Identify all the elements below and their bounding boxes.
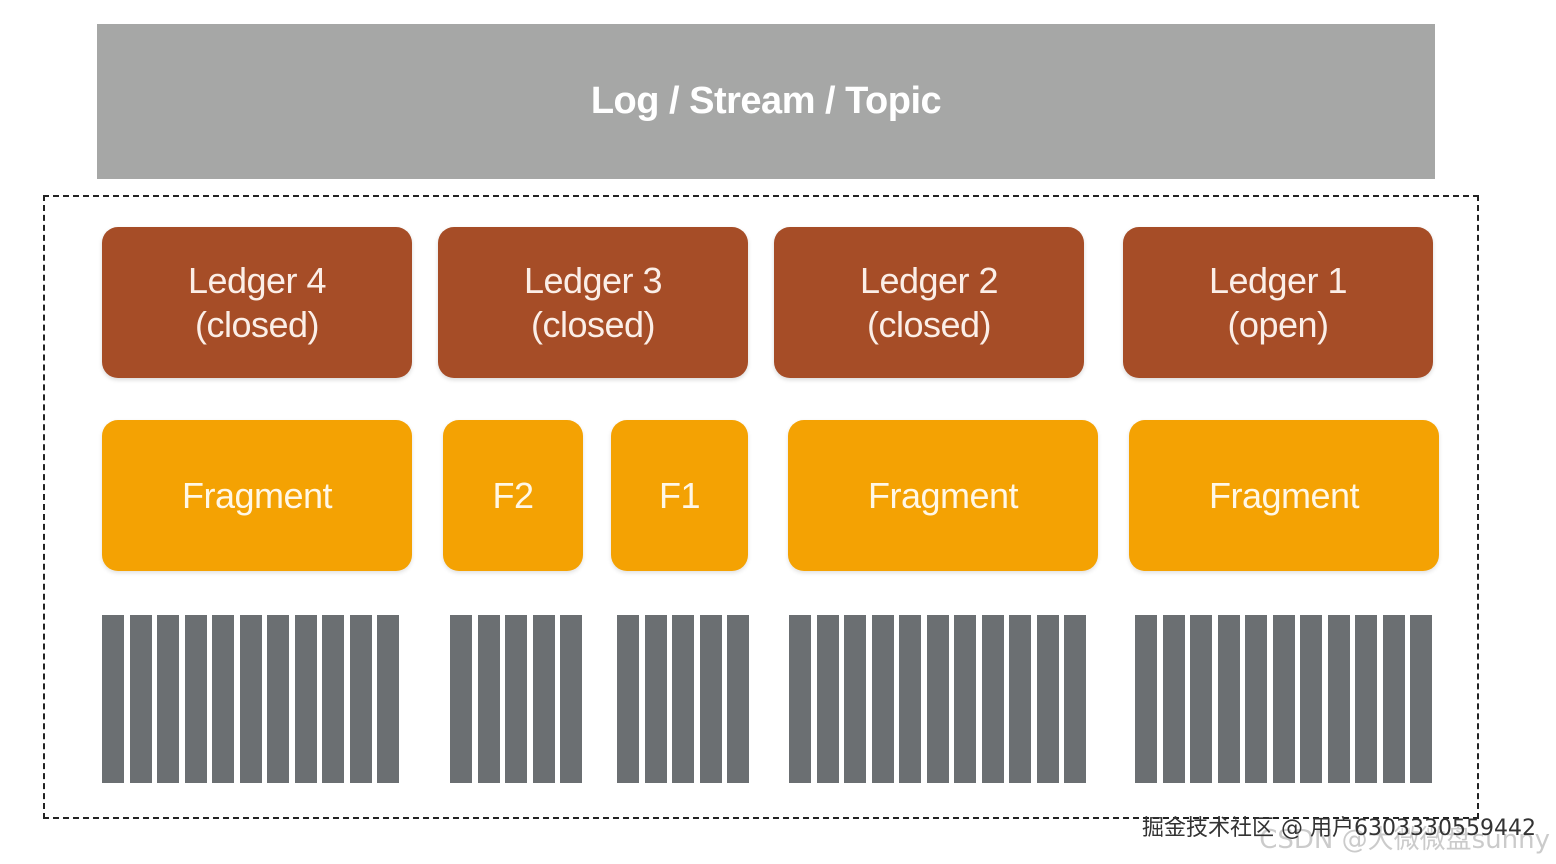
entry-bar xyxy=(477,615,500,783)
watermark-primary: 掘金技术社区 @ 用户6303330559442 xyxy=(1142,816,1536,841)
entry-bar xyxy=(129,615,152,783)
entry-bar xyxy=(899,615,921,783)
entry-bar xyxy=(1135,615,1157,783)
entry-bar xyxy=(644,615,667,783)
entry-bar xyxy=(560,615,582,783)
entry-bar xyxy=(1355,615,1377,783)
fragment-label: F1 xyxy=(658,474,701,516)
entry-bar xyxy=(789,615,811,783)
entry-bar xyxy=(1064,615,1086,783)
ledger-name: Ledger 2 xyxy=(859,259,999,301)
fragment-label: Fragment xyxy=(867,474,1019,516)
fragment-label: Fragment xyxy=(1208,474,1360,516)
entry-group-f2 xyxy=(450,615,582,783)
ledger-state: (open) xyxy=(1227,303,1329,345)
fragment-ledger-1: Fragment xyxy=(1129,420,1439,571)
entry-bar xyxy=(1036,615,1059,783)
entry-bar xyxy=(1272,615,1295,783)
entry-group-f1 xyxy=(617,615,749,783)
ledger-2: Ledger 2 (closed) xyxy=(774,227,1084,378)
entry-group-ledger-1 xyxy=(1135,615,1432,783)
fragment-ledger-2: Fragment xyxy=(788,420,1098,571)
entry-bar xyxy=(1009,615,1031,783)
entry-bar xyxy=(505,615,527,783)
entry-bar xyxy=(349,615,372,783)
entry-bar xyxy=(816,615,839,783)
topic-title: Log / Stream / Topic xyxy=(590,80,942,122)
entry-bar xyxy=(871,615,894,783)
topic-bar: Log / Stream / Topic xyxy=(97,24,1435,179)
entry-bar xyxy=(157,615,179,783)
ledger-state: (closed) xyxy=(866,303,992,345)
ledger-4: Ledger 4 (closed) xyxy=(102,227,412,378)
fragment-label: F2 xyxy=(492,474,534,516)
entry-bar xyxy=(377,615,399,783)
entry-bar xyxy=(699,615,722,783)
fragment-f1: F1 xyxy=(611,420,748,571)
entry-bar xyxy=(1245,615,1267,783)
entry-bar xyxy=(1162,615,1185,783)
ledger-name: Ledger 4 xyxy=(187,259,327,301)
ledger-name: Ledger 1 xyxy=(1208,259,1348,301)
entry-bar xyxy=(1300,615,1322,783)
entry-bar xyxy=(844,615,866,783)
entry-bar xyxy=(450,615,472,783)
ledger-state: (closed) xyxy=(530,303,656,345)
entry-bar xyxy=(926,615,949,783)
fragment-ledger-4: Fragment xyxy=(102,420,412,571)
entry-bar xyxy=(267,615,289,783)
watermark-secondary: CSDN @大微微盘sunny xyxy=(1259,825,1550,855)
fragment-f2: F2 xyxy=(443,420,583,571)
entry-bar xyxy=(727,615,749,783)
ledger-name: Ledger 3 xyxy=(523,259,663,301)
ledger-3: Ledger 3 (closed) xyxy=(438,227,748,378)
ledger-container-frame xyxy=(43,195,1479,819)
entry-bar xyxy=(1382,615,1405,783)
entry-bar xyxy=(532,615,555,783)
entry-bar xyxy=(672,615,694,783)
fragment-label: Fragment xyxy=(181,474,333,516)
entry-bar xyxy=(294,615,317,783)
ledger-1: Ledger 1 (open) xyxy=(1123,227,1433,378)
entry-bar xyxy=(102,615,124,783)
entry-bar xyxy=(1190,615,1212,783)
entry-group-ledger-4 xyxy=(102,615,399,783)
entry-bar xyxy=(184,615,207,783)
entry-bar xyxy=(212,615,234,783)
entry-bar xyxy=(981,615,1004,783)
entry-bar xyxy=(617,615,639,783)
entry-group-ledger-2 xyxy=(789,615,1086,783)
entry-bar xyxy=(239,615,262,783)
ledger-state: (closed) xyxy=(194,303,320,345)
entry-bar xyxy=(1410,615,1432,783)
entry-bar xyxy=(1217,615,1240,783)
entry-bar xyxy=(954,615,976,783)
entry-bar xyxy=(1327,615,1350,783)
entry-bar xyxy=(322,615,344,783)
